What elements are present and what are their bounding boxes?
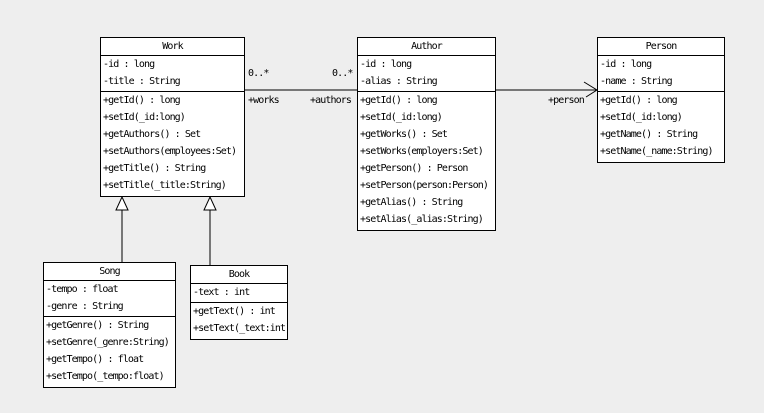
class-title: Book bbox=[191, 266, 287, 284]
hollow-triangle-icon bbox=[115, 195, 129, 211]
uml-method: +setWorks(employers:Set) bbox=[360, 146, 484, 157]
class-title: Work bbox=[101, 38, 244, 56]
uml-attribute: -genre : String bbox=[46, 301, 124, 312]
generalization-song-work[interactable] bbox=[115, 195, 129, 262]
uml-method: +getAlias() : String bbox=[360, 197, 463, 208]
uml-attribute: -id : long bbox=[103, 59, 155, 70]
uml-attribute: -id : long bbox=[360, 59, 412, 70]
multiplicity-author-end: 0..* bbox=[332, 68, 353, 79]
uml-method: +getAuthors() : Set bbox=[103, 129, 201, 140]
uml-method: +setAlias(_alias:String) bbox=[360, 214, 484, 225]
uml-method: +setText(_text:int) bbox=[193, 323, 287, 334]
uml-method: +setGenre(_genre:String) bbox=[46, 337, 170, 348]
uml-method: +getText() : int bbox=[193, 306, 276, 317]
uml-method: +setPerson(person:Person) bbox=[360, 180, 489, 191]
uml-method: +getGenre() : String bbox=[46, 320, 149, 331]
attributes-compartment: -id : long -title : String bbox=[101, 56, 244, 92]
multiplicity-work-end: 0..* bbox=[248, 68, 269, 79]
methods-compartment: +getId() : long +setId(_id:long) +getName(… bbox=[598, 92, 724, 162]
attributes-compartment: -id : long -name : String bbox=[598, 56, 724, 92]
uml-method: +setTitle(_title:String) bbox=[103, 180, 227, 191]
generalization-book-work[interactable] bbox=[203, 195, 217, 265]
class-book[interactable]: Book -text : int +getText() : int +setTex… bbox=[190, 265, 288, 340]
methods-compartment: +getId() : long +setId(_id:long) +getAutho… bbox=[101, 92, 244, 196]
class-work[interactable]: Work -id : long -title : String +getId() … bbox=[100, 37, 245, 197]
role-label-person: +person bbox=[548, 95, 585, 106]
uml-method: +getTempo() : float bbox=[46, 354, 144, 365]
uml-method: +setName(_name:String) bbox=[600, 146, 714, 157]
uml-attribute: -alias : String bbox=[360, 76, 438, 87]
class-person[interactable]: Person -id : long -name : String +getId()… bbox=[597, 37, 725, 163]
class-author[interactable]: Author -id : long -alias : String +getId(… bbox=[357, 37, 496, 231]
uml-method: +setId(_id:long) bbox=[103, 112, 186, 123]
class-title: Song bbox=[44, 263, 175, 281]
uml-method: +getId() : long bbox=[600, 95, 678, 106]
methods-compartment: +getId() : long +setId(_id:long) +getWorks… bbox=[358, 92, 495, 230]
methods-compartment: +getText() : int +setText(_text:int) bbox=[191, 303, 287, 339]
uml-attribute: -id : long bbox=[600, 59, 652, 70]
uml-method: +setId(_id:long) bbox=[360, 112, 443, 123]
class-title: Person bbox=[598, 38, 724, 56]
uml-attribute: -title : String bbox=[103, 76, 181, 87]
uml-method: +getWorks() : Set bbox=[360, 129, 448, 140]
uml-attribute: -tempo : float bbox=[46, 284, 119, 295]
uml-attribute: -name : String bbox=[600, 76, 673, 87]
uml-method: +getName() : String bbox=[600, 129, 698, 140]
attributes-compartment: -id : long -alias : String bbox=[358, 56, 495, 92]
attributes-compartment: -text : int bbox=[191, 284, 287, 303]
role-label-works: +works bbox=[248, 95, 280, 106]
role-label-authors: +authors bbox=[310, 95, 352, 106]
uml-method: +getTitle() : String bbox=[103, 163, 206, 174]
attributes-compartment: -tempo : float -genre : String bbox=[44, 281, 175, 317]
hollow-triangle-icon bbox=[203, 195, 217, 211]
uml-method: +setTempo(_tempo:float) bbox=[46, 371, 165, 382]
uml-method: +getPerson() : Person bbox=[360, 163, 468, 174]
uml-method: +getId() : long bbox=[103, 95, 181, 106]
uml-method: +setAuthors(employees:Set) bbox=[103, 146, 237, 157]
class-song[interactable]: Song -tempo : float -genre : String +getG… bbox=[43, 262, 176, 388]
uml-method: +setId(_id:long) bbox=[600, 112, 683, 123]
uml-attribute: -text : int bbox=[193, 287, 250, 298]
uml-method: +getId() : long bbox=[360, 95, 438, 106]
class-title: Author bbox=[358, 38, 495, 56]
methods-compartment: +getGenre() : String +setGenre(_genre:Str… bbox=[44, 317, 175, 387]
